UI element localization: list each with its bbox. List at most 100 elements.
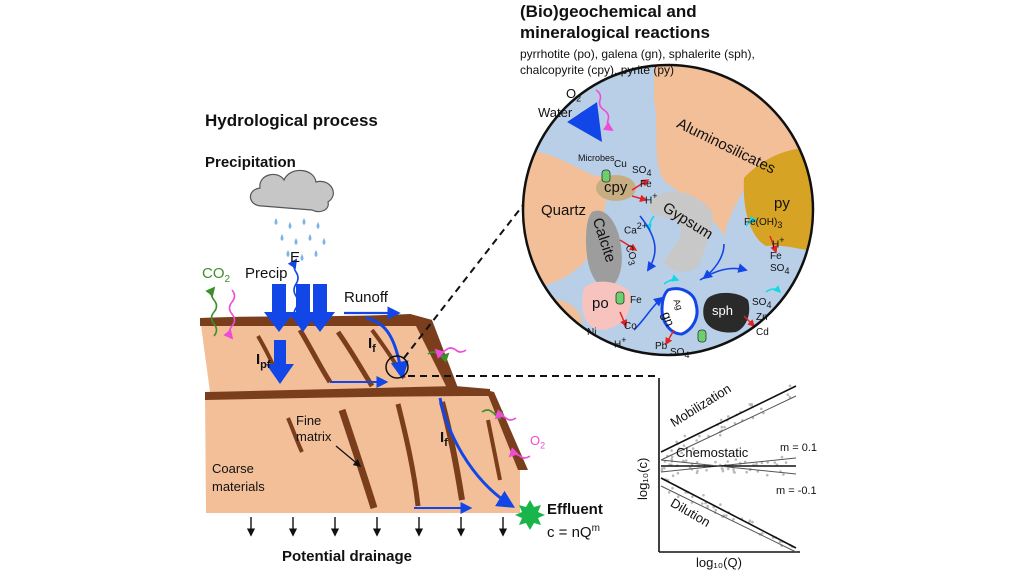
cq-scatter-point [748,519,752,522]
so4-sph-label: SO4 [752,297,772,310]
cq-scatter-point [671,474,675,478]
cq-scatter-point [691,447,695,450]
cq-scatter-point [691,495,694,499]
cq-scatter-point [721,469,725,473]
cq-line-mobilization [660,385,797,453]
cq-scatter-point [671,486,674,490]
cq-scatter-point [667,491,671,494]
so4-sph-sub: 4 [766,300,772,310]
ca2-label: Ca2+ [624,221,648,237]
soil-lower-layer [205,388,520,513]
co2-left-sub: 2 [224,274,231,285]
runoff-label: Runoff [344,289,388,306]
effluent-star-icon [515,500,545,530]
cq-scatter-point [670,449,673,452]
fe-cpy-label: Fe [640,179,652,190]
fine-matrix-pointer [335,445,362,467]
reaction-circle-border [521,63,815,357]
ca2-sup: 2+ [636,221,648,231]
ipf-text: I [256,351,261,368]
h-po-label: H+ [614,335,627,351]
cq-scatter-point [778,540,782,544]
if-upper-sub: f [372,343,376,355]
cq-scatter-point [720,467,724,470]
so4-cpy-text: SO [632,165,647,176]
cq-annotation-neg: m = -0.1 [776,485,817,497]
cq-scatter-point [743,460,747,464]
o2-right-text: O [530,433,541,448]
minerals-line2: chalcopyrite (cpy), pyrite (py) [520,63,675,77]
circle-o2-label: O2 [566,87,581,104]
cq-scatter-point [761,532,764,535]
evap-flux-label: E [290,249,301,266]
water-flow-3 [633,296,664,331]
red-arrow-py [769,235,778,254]
water-label: Water [538,105,573,120]
feoh3-py-label: Fe(OH)3 [744,217,782,230]
cq-scatter-point [745,470,748,474]
red-arrow-gn [665,329,675,346]
soil-mid-crust [205,386,490,400]
effluent-eq-text: c = nQ [547,524,592,541]
circle-o2-text: O [566,86,577,101]
cq-scatter-point [680,451,683,455]
red-arrow-cpy-1 [631,179,650,191]
h-py-sup: + [779,235,785,245]
so4-py-sub: 4 [784,266,790,276]
quartz-grain [523,150,607,290]
cq-scatter-point [733,422,737,425]
h-po-text: H [614,339,622,351]
cd-label: Cd [756,327,769,338]
cq-scatter-point [725,514,728,517]
reactions-title-line2: mineralogical reactions [520,23,710,42]
h-cpy-text: H [645,195,653,207]
cq-scatter-point [706,504,709,508]
cq-scatter-point [683,434,687,438]
cq-scatter-point [705,469,708,472]
cq-scatter-point [751,520,754,524]
ipf-label: Ipf [256,352,271,372]
cq-scatter-point [788,395,792,399]
h-py-text: H [772,239,780,251]
precip-arrow-1 [264,284,294,332]
co2-left-label: CO2 [202,266,230,286]
pb-label: Pb [655,341,668,352]
co2-left-squiggle [205,286,218,337]
quartz-label: Quartz [541,202,587,219]
cq-scatter-point [786,393,790,397]
o2-left-squiggle [223,289,236,340]
cq-scatter-point [670,457,674,461]
ca2-text: Ca [624,225,637,237]
cq-line-chemostatic-upper [660,457,797,473]
pyrite-grain [743,148,813,252]
precipitation-label: Precipitation [205,154,296,171]
fine-matrix-line1: Fine [296,413,322,428]
cq-scatter-point [695,439,698,442]
microbe-cpy-icon [601,169,611,183]
cq-scatter-point [732,468,735,471]
so4-py-label: SO4 [770,263,790,276]
cq-scatter-point [660,469,664,472]
ni-po-label: Ni [587,327,597,338]
effluent-equation: c = nQm [547,523,600,541]
h-po-sup: + [621,335,627,345]
water-flow-4 [702,243,725,280]
evap-squiggle [287,258,299,321]
cyan-arrow-4 [745,216,758,227]
zoom-circle [385,355,409,379]
raindrops [274,218,326,261]
vein-1 [297,328,333,384]
if-upper-text: I [368,335,373,352]
cq-scatter-point [719,418,723,422]
cpy-label: cpy [604,179,628,196]
cq-line-mobilization-2 [660,395,797,461]
cyan-arrow-2 [663,274,680,285]
cq-scatter-point [766,461,769,464]
so4-cpy-label: SO4 [632,165,651,178]
cq-scatter-point [695,461,699,464]
cq-marks [660,384,797,553]
cq-scatter-point [750,404,753,407]
h-cpy-sup: + [652,191,658,201]
so4-py-text: SO [770,263,785,274]
